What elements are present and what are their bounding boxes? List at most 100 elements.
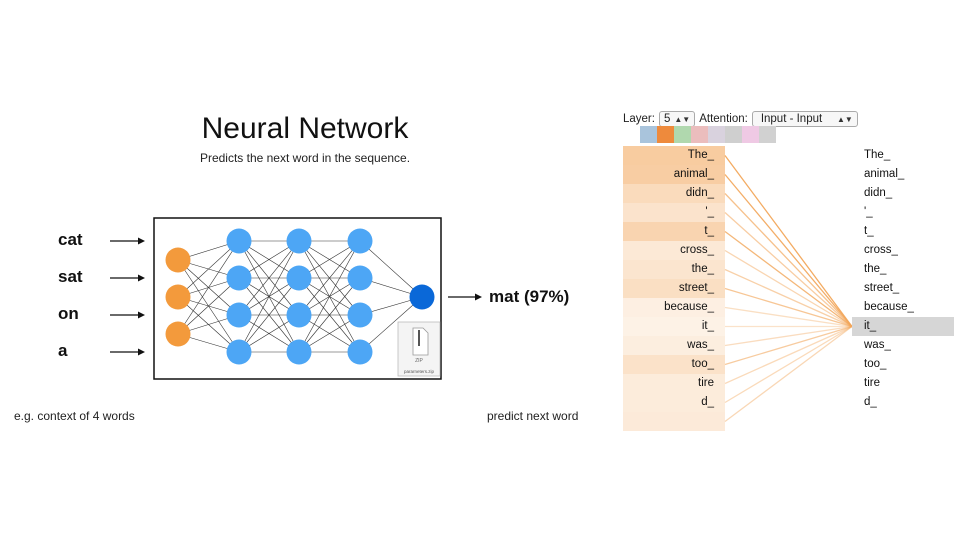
attention-type-select[interactable]: Input - Input ▲▼	[751, 111, 858, 127]
hidden-neuron	[347, 302, 373, 328]
left-token[interactable]: t_	[704, 225, 714, 237]
arrow-head-icon	[138, 311, 145, 319]
attention-line	[724, 174, 853, 327]
left-token[interactable]: cross_	[680, 244, 714, 256]
input-word: on	[58, 304, 79, 323]
attention-line	[724, 230, 853, 328]
updown-arrows-icon: ▲▼	[674, 114, 691, 124]
network-connection	[238, 240, 300, 316]
attention-head-selector	[640, 126, 776, 143]
attention-controls: Layer: 5 ▲▼ Attention: Input - Input ▲▼	[623, 110, 858, 128]
attention-head-swatch[interactable]	[691, 126, 708, 143]
network-connection	[238, 240, 300, 353]
attention-head-swatch[interactable]	[708, 126, 725, 143]
attention-weight-cell	[623, 222, 725, 241]
left-token[interactable]: it_	[701, 320, 714, 332]
right-token[interactable]: cross_	[864, 244, 898, 256]
right-token-selected[interactable]: it_	[852, 317, 954, 336]
network-connection	[177, 240, 240, 298]
network-connection	[177, 240, 240, 335]
hidden-neuron	[226, 339, 252, 365]
right-token[interactable]: too_	[864, 358, 887, 370]
network-connection	[177, 277, 240, 335]
svg-text:pararneters.zip: pararneters.zip	[404, 369, 435, 374]
hidden-neuron	[226, 265, 252, 291]
network-connection	[238, 277, 300, 353]
right-token[interactable]: was_	[864, 339, 891, 351]
diagram-subtitle: Predicts the next word in the sequence.	[199, 151, 411, 165]
output-neuron	[409, 284, 435, 310]
right-token[interactable]: d_	[864, 396, 877, 408]
attention-weight-cell	[623, 165, 725, 184]
right-token[interactable]: didn_	[864, 187, 893, 199]
input-neuron	[165, 321, 191, 347]
input-word: a	[58, 341, 68, 360]
zip-file-icon: ZIP pararneters.zip	[397, 321, 441, 377]
right-token[interactable]: because_	[864, 301, 914, 313]
attention-head-swatch[interactable]	[640, 126, 657, 143]
network-connection	[359, 240, 423, 298]
attention-line	[724, 325, 853, 404]
right-token[interactable]: tire	[864, 377, 880, 389]
right-token[interactable]: t_	[864, 225, 874, 237]
left-token[interactable]: '_	[705, 206, 714, 218]
attention-label: Attention:	[699, 113, 748, 125]
updown-arrows-icon: ▲▼	[836, 114, 853, 124]
network-connection	[298, 240, 361, 353]
attention-weight-cell	[623, 355, 725, 374]
left-token[interactable]: animal_	[673, 168, 714, 180]
attention-head-swatch[interactable]	[759, 126, 776, 143]
io-arrows	[110, 237, 482, 356]
hidden-neuron	[226, 302, 252, 328]
attention-line	[724, 325, 853, 385]
right-token[interactable]: The_	[864, 149, 891, 161]
attention-weight-cell	[623, 260, 725, 279]
left-token[interactable]: was_	[687, 339, 714, 351]
left-token[interactable]: because_	[664, 301, 714, 313]
attention-head-swatch[interactable]	[725, 126, 742, 143]
left-token[interactable]: didn_	[685, 187, 714, 199]
attention-head-swatch[interactable]	[657, 126, 674, 143]
attention-weight-cell	[623, 279, 725, 298]
layer-label: Layer:	[623, 113, 655, 125]
attention-line	[724, 268, 853, 328]
left-token[interactable]	[623, 412, 725, 431]
attention-head-swatch[interactable]	[674, 126, 691, 143]
left-token[interactable]: too_	[691, 358, 714, 370]
attention-line	[724, 155, 853, 327]
attention-weight-cell	[623, 298, 725, 317]
left-token[interactable]: d_	[701, 396, 714, 408]
arrow-head-icon	[138, 274, 145, 282]
network-connection	[298, 277, 361, 353]
hidden-neuron	[226, 228, 252, 254]
input-word: sat	[58, 267, 83, 286]
layer-select-value: 5	[663, 113, 671, 125]
attention-head-swatch[interactable]	[742, 126, 759, 143]
predict-caption: predict next word	[487, 409, 579, 423]
neural-network-diagram: ZIP pararneters.zip	[110, 217, 482, 380]
hidden-neuron	[347, 228, 373, 254]
left-token[interactable]: street_	[678, 282, 714, 294]
attention-line	[724, 325, 853, 347]
left-token[interactable]: the_	[691, 263, 714, 275]
right-token[interactable]: the_	[864, 263, 887, 275]
attention-select-value: Input - Input	[760, 113, 823, 125]
right-token[interactable]: animal_	[864, 168, 905, 180]
input-neuron	[165, 247, 191, 273]
left-token[interactable]: The_	[687, 149, 714, 161]
input-word: cat	[58, 230, 83, 249]
diagram-title: Neural Network	[201, 112, 409, 145]
attention-weight-cell	[623, 374, 725, 393]
arrow-head-icon	[475, 293, 482, 301]
network-neurons	[165, 228, 435, 365]
arrow-head-icon	[138, 237, 145, 245]
attention-weight-cell	[623, 241, 725, 260]
attention-weight-cell	[623, 393, 725, 412]
context-caption: e.g. context of 4 words	[14, 409, 135, 423]
right-token[interactable]: street_	[864, 282, 900, 294]
left-token[interactable]: tire	[698, 377, 714, 389]
attention-weight-cell	[623, 317, 725, 336]
right-token[interactable]: '_	[864, 206, 873, 218]
hidden-neuron	[347, 339, 373, 365]
